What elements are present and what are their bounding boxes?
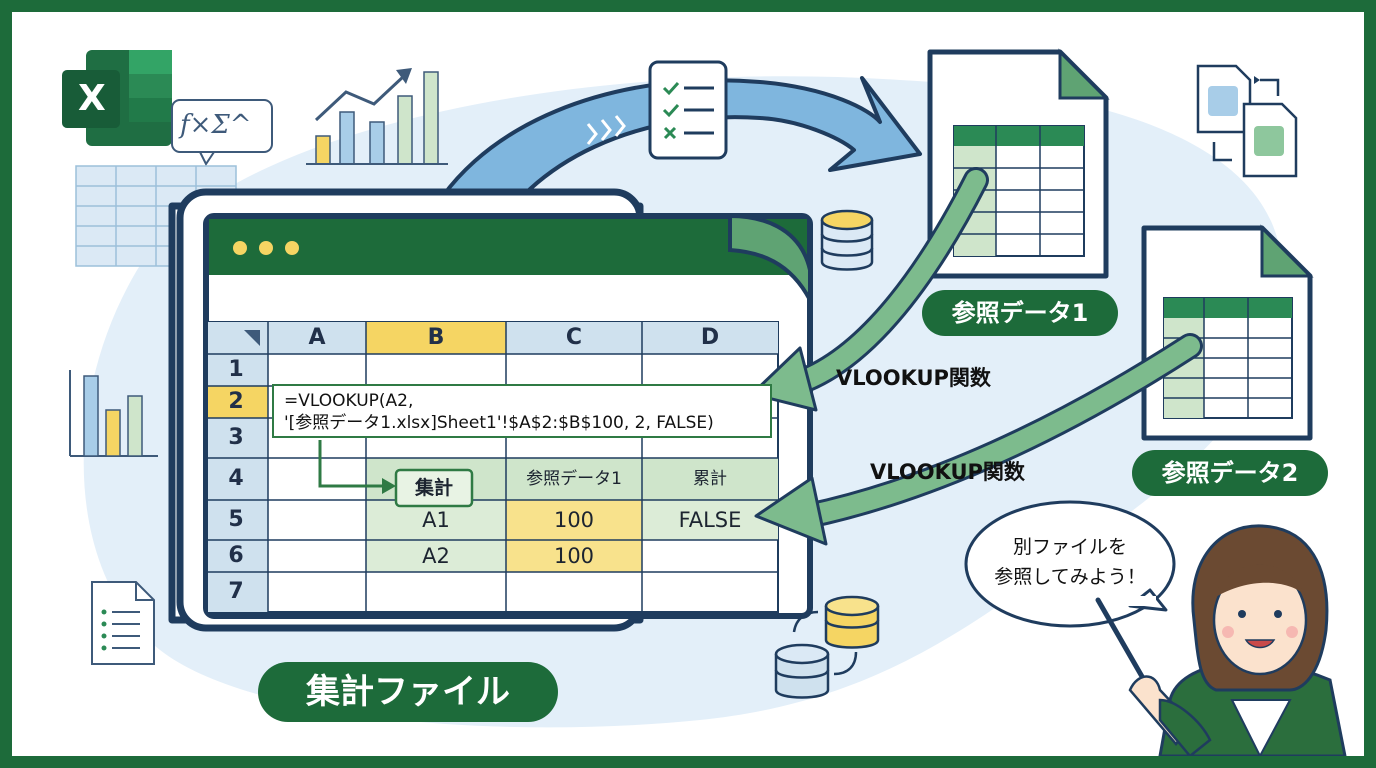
row-header-1[interactable]: 1 [228, 357, 244, 382]
sync-arrow-icon [390, 76, 922, 298]
row-header-6[interactable]: 6 [228, 543, 244, 568]
row-header-5[interactable]: 5 [228, 507, 244, 532]
row-header-4[interactable]: 4 [228, 466, 244, 491]
formula-line-2: '[参照データ1.xlsx]Sheet1'!$A$2:$B$100, 2, FA… [284, 413, 714, 433]
ref-data-2-label: 参照データ2 [1132, 450, 1328, 496]
column-header-d[interactable]: D [700, 325, 720, 350]
excel-letter: X [78, 78, 106, 119]
header-cell-ref-data-1[interactable]: 参照データ1 [526, 469, 622, 489]
cell-b5[interactable]: A1 [422, 508, 450, 532]
linked-files-icon [1196, 64, 1298, 178]
row-header-3[interactable]: 3 [228, 425, 244, 450]
cell-c6[interactable]: 100 [553, 544, 595, 568]
formula-line-1: =VLOOKUP(A2, [284, 391, 414, 411]
speech-bubble-text: 別ファイルを 参照してみよう！ [972, 532, 1168, 592]
ref-data-1-label: 参照データ1 [922, 290, 1118, 336]
reference-file-2-icon [1141, 224, 1314, 441]
column-header-a[interactable]: A [308, 325, 326, 350]
vlookup-label-1: VLOOKUP関数 [836, 366, 991, 390]
excel-logo-icon [62, 50, 172, 146]
database-sync-icon [774, 595, 880, 699]
document-icon [91, 581, 155, 665]
main-file-label: 集計ファイル [258, 662, 558, 722]
vlookup-label-2: VLOOKUP関数 [870, 460, 1025, 484]
spreadsheet-grid [207, 321, 779, 613]
cell-d6[interactable] [642, 540, 778, 572]
column-header-c[interactable]: C [565, 325, 583, 350]
formula-glyph: f×Σ^ [180, 110, 252, 140]
checklist-icon [648, 60, 728, 160]
cell-c5[interactable]: 100 [553, 508, 595, 532]
reference-file-1-icon [927, 48, 1110, 279]
header-cell-cumulative[interactable]: 累計 [693, 469, 727, 489]
formula-bubble-icon [171, 99, 273, 166]
database-icon [820, 209, 874, 271]
formula-editor[interactable]: =VLOOKUP(A2, '[参照データ1.xlsx]Sheet1'!$A$2:… [272, 384, 772, 438]
bar-chart-icon [306, 68, 448, 165]
cell-b6[interactable]: A2 [422, 544, 450, 568]
row-header-7[interactable]: 7 [228, 579, 244, 604]
header-cell-aggregate[interactable]: 集計 [414, 477, 453, 499]
presenter-character [1095, 524, 1347, 759]
side-bar-chart-icon [69, 370, 158, 457]
row-header-2[interactable]: 2 [228, 389, 244, 414]
cell-d5[interactable]: FALSE [678, 508, 742, 532]
speech-bubble [964, 500, 1176, 628]
column-header-b[interactable]: B [427, 325, 445, 350]
vlookup-arrow-1 [750, 167, 989, 412]
speech-line-2: 参照してみよう！ [994, 566, 1146, 588]
speech-line-1: 別ファイルを [1012, 536, 1127, 558]
vlookup-arrow-2 [754, 333, 1203, 546]
